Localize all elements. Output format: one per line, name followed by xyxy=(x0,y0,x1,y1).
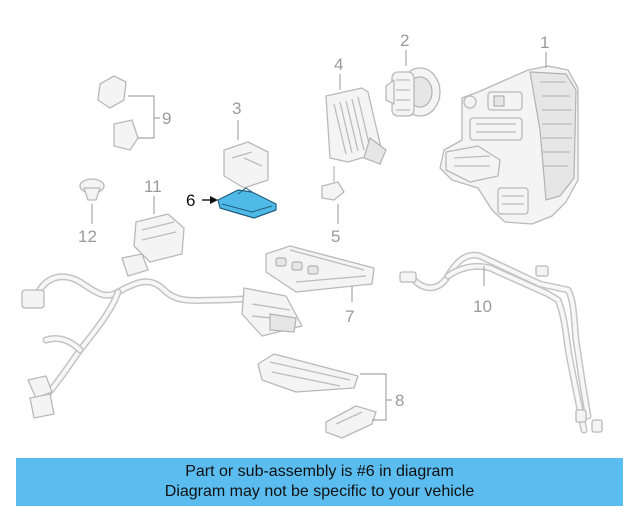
part-2-blower-motor[interactable] xyxy=(385,67,441,117)
callout-9[interactable]: 9 xyxy=(162,109,171,128)
leader-6-arrowhead xyxy=(210,196,218,204)
part-9-clips[interactable] xyxy=(97,75,139,151)
callout-8[interactable]: 8 xyxy=(395,391,404,410)
callout-10[interactable]: 10 xyxy=(473,297,492,316)
callout-11[interactable]: 11 xyxy=(144,177,162,196)
callout-7[interactable]: 7 xyxy=(345,307,354,326)
callout-2[interactable]: 2 xyxy=(400,31,409,50)
callout-5[interactable]: 5 xyxy=(331,227,340,246)
part-3-actuator[interactable] xyxy=(223,141,269,189)
banner-line-1: Part or sub-assembly is #6 in diagram xyxy=(185,463,454,480)
callout-1[interactable]: 1 xyxy=(540,33,549,52)
part-8-filter-and-cover[interactable] xyxy=(257,353,377,439)
parts-diagram: 1 2 4 5 3 6 9 xyxy=(21,31,603,439)
part-4-evaporator[interactable] xyxy=(325,87,387,165)
part-12-push-pin[interactable] xyxy=(79,178,105,201)
leader-9 xyxy=(128,95,160,139)
part-7-duct[interactable] xyxy=(265,245,375,293)
part-5-sensor[interactable] xyxy=(321,166,345,201)
callout-6[interactable]: 6 xyxy=(186,191,195,210)
part-6-module-highlighted[interactable] xyxy=(217,187,277,219)
callout-12[interactable]: 12 xyxy=(78,227,97,246)
part-1-hvac-case[interactable] xyxy=(439,65,579,225)
callout-4[interactable]: 4 xyxy=(334,55,343,74)
info-banner: Part or sub-assembly is #6 in diagram Di… xyxy=(16,458,623,506)
part-10-refrigerant-lines[interactable] xyxy=(399,251,603,434)
banner-line-2: Diagram may not be specific to your vehi… xyxy=(164,483,475,500)
part-11-wiring-harness[interactable] xyxy=(21,213,303,419)
callout-3[interactable]: 3 xyxy=(232,99,241,118)
leader-8 xyxy=(360,373,392,421)
